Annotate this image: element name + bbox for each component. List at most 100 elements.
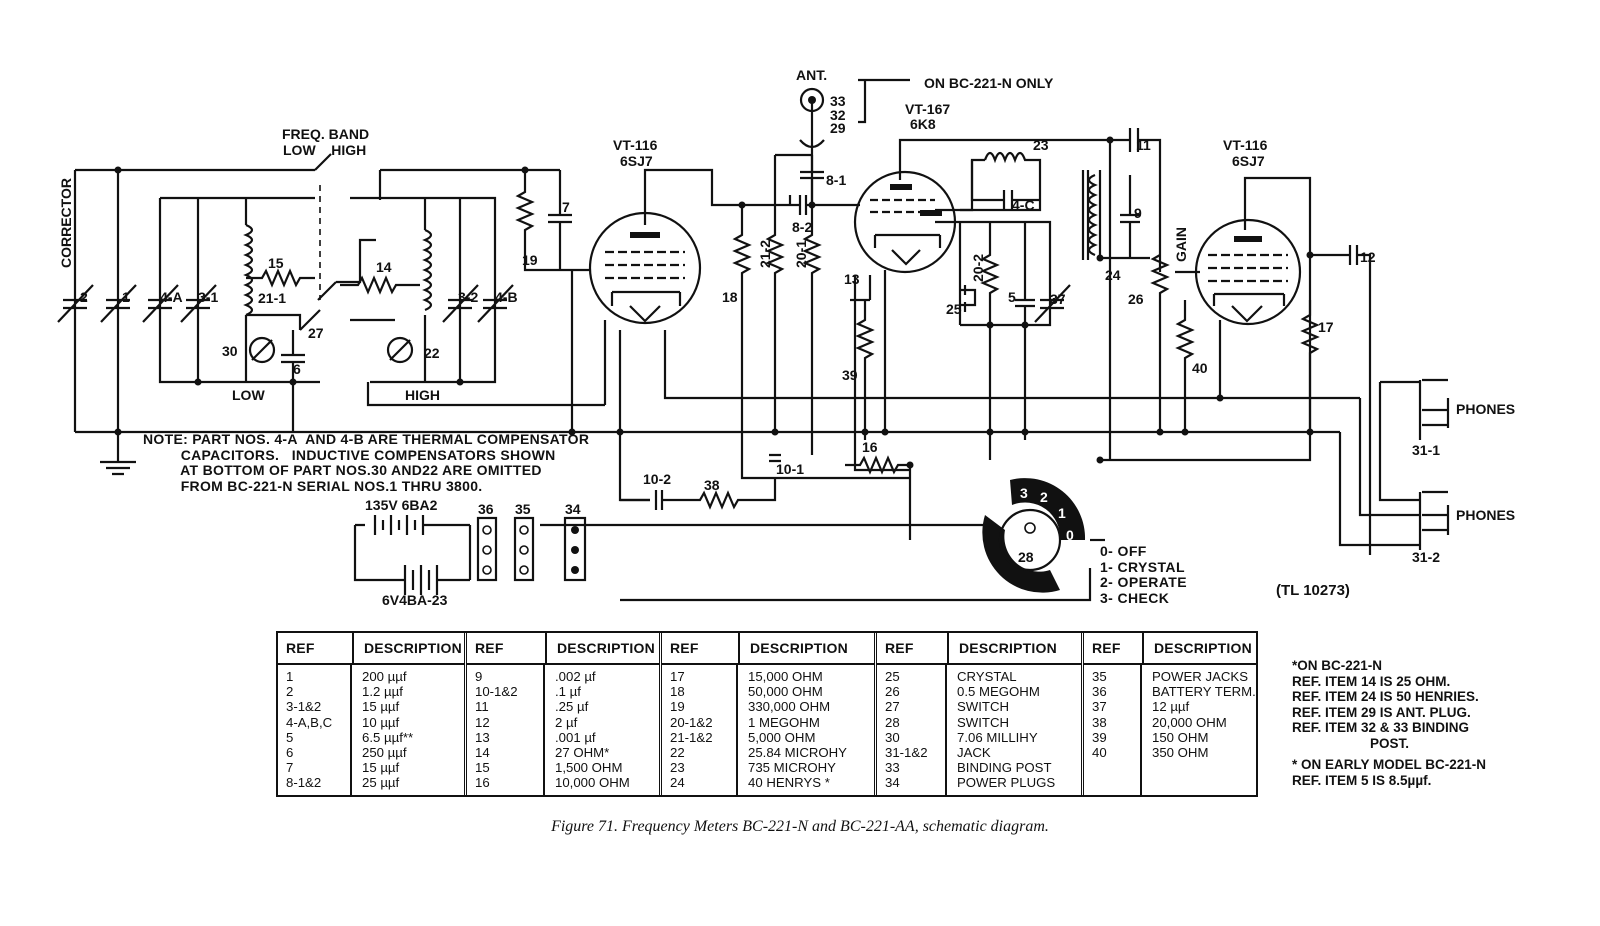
junction-dots [114, 136, 1314, 469]
part-ref: 2 [286, 684, 294, 700]
part-desc: SWITCH [957, 699, 1010, 715]
part-desc: 0.5 MEGOHM [957, 684, 1040, 700]
part-desc: 200 µµf [362, 669, 407, 684]
part-39: 39 [842, 367, 858, 383]
part-30: 30 [222, 343, 238, 359]
part-ref: 37 [1092, 699, 1107, 715]
part-1: 1 [122, 289, 130, 305]
part-desc: 250 µµf [362, 745, 407, 761]
part-desc: .001 µf [555, 729, 596, 745]
part-26: 26 [1128, 291, 1144, 307]
part-20-2: 20-2 [970, 254, 986, 282]
footnote-line: REF. ITEM 5 IS 8.5µµf. [1292, 772, 1432, 788]
label-ant-ref-29: 29 [830, 120, 846, 136]
part-ref: 22 [670, 745, 685, 761]
tl-reference: (TL 10273) [1276, 582, 1350, 599]
tube-vt116-1 [588, 211, 702, 325]
part-desc: 27 OHM* [555, 745, 610, 761]
part-desc: 1.2 µµf [362, 684, 403, 700]
part-34: 34 [565, 501, 581, 517]
part-16: 16 [862, 439, 878, 455]
part-8-2: 8-2 [792, 219, 812, 235]
label-ant: ANT. [796, 67, 827, 83]
description-header: DESCRIPTION [364, 640, 462, 656]
part-4b: 4-B [495, 289, 518, 305]
part-ref: 21-1&2 [670, 729, 713, 745]
crystal-25 [960, 285, 977, 312]
part-ref: 24 [670, 775, 685, 791]
label-tube2-type: 6K8 [910, 116, 936, 132]
part-desc: 6.5 µµf** [362, 729, 414, 745]
description-header: DESCRIPTION [959, 640, 1057, 656]
part-desc: 7.06 MILLIHY [957, 729, 1038, 745]
part-ref: 31-1&2 [885, 745, 928, 761]
part-desc: 330,000 OHM [748, 699, 831, 715]
label-tube1-name: VT-116 [613, 137, 658, 153]
part-ref: 19 [670, 699, 685, 715]
part-4c: 4-C [1012, 197, 1035, 213]
part-desc: 10,000 OHM [555, 775, 630, 791]
description-header: DESCRIPTION [750, 640, 848, 656]
part-7: 7 [562, 199, 570, 215]
part-desc: .1 µf [555, 684, 581, 700]
part-desc: 15 µµf [362, 699, 400, 715]
part-desc: 40 HENRYS * [748, 775, 830, 791]
footnote-line: * ON EARLY MODEL BC-221-N [1292, 757, 1487, 772]
label-tube3-type: 6SJ7 [1232, 153, 1265, 169]
label-switch-ref: 28 [1018, 549, 1034, 565]
part-ref: 34 [885, 775, 900, 791]
label-switch-pos-3: 3 [1020, 485, 1028, 501]
footnote-line: REF. ITEM 29 IS ANT. PLUG. [1292, 704, 1471, 720]
part-40: 40 [1192, 360, 1208, 376]
part-desc: 150 OHM [1152, 729, 1209, 745]
part-9: 9 [1134, 205, 1142, 221]
part-ref: 12 [475, 714, 490, 730]
part-ref: 36 [1092, 684, 1107, 700]
part-desc: 350 OHM [1152, 745, 1209, 761]
part-ref: 20-1&2 [670, 714, 713, 730]
part-ref: 9 [475, 669, 483, 684]
part-18: 18 [722, 289, 738, 305]
part-desc: 15,000 OHM [748, 669, 823, 684]
part-ref: 33 [885, 760, 900, 776]
footnote-line: REF. ITEM 24 IS 50 HENRIES. [1292, 689, 1479, 704]
part-38: 38 [704, 477, 720, 493]
part-37: 37 [1050, 291, 1066, 307]
part-10-1: 10-1 [776, 461, 804, 477]
switch-legend: 0- OFF 1- CRYSTAL 2- OPERATE 3- CHECK [1100, 543, 1187, 606]
part-desc: 25.84 MICROHY [748, 745, 847, 761]
label-switch-pos-0: 0 [1066, 527, 1074, 543]
figure-caption: Figure 71. Frequency Meters BC-221-N and… [551, 818, 1049, 835]
label-tube3-name: VT-116 [1223, 137, 1268, 153]
label-jack-31-1: 31-1 [1412, 442, 1440, 458]
part-desc: POWER JACKS [1152, 669, 1248, 684]
label-switch-pos-1: 1 [1058, 505, 1066, 521]
part-desc: 1,500 OHM [555, 760, 623, 776]
part-21-1: 21-1 [258, 290, 286, 306]
ref-header: REF [877, 633, 949, 663]
part-desc: 20,000 OHM [1152, 714, 1227, 730]
part-20-1: 20-1 [793, 240, 809, 268]
part-25: 25 [946, 301, 962, 317]
part-ref: 5 [286, 729, 294, 745]
label-tube1-type: 6SJ7 [620, 153, 653, 169]
part-11: 11 [1136, 137, 1151, 153]
part-ref: 1 [286, 669, 294, 684]
part-22: 22 [424, 345, 440, 361]
part-4a: 4-A [160, 289, 183, 305]
part-12: 12 [1360, 249, 1376, 265]
label-switch-pos-2: 2 [1040, 489, 1048, 505]
ref-header: REF [467, 633, 547, 663]
part-ref: 35 [1092, 669, 1107, 684]
part-23: 23 [1033, 137, 1049, 153]
part-ref: 3-1&2 [286, 699, 322, 715]
part-desc: POWER PLUGS [957, 775, 1056, 791]
part-27: 27 [308, 325, 324, 341]
part-ref: 10-1&2 [475, 684, 518, 700]
schematic-labels: ANT. 33 32 29 ON BC-221-N ONLY FREQ. BAN… [58, 67, 1515, 608]
part-3-2: 3-2 [458, 289, 478, 305]
part-desc: 1 MEGOHM [748, 714, 820, 730]
